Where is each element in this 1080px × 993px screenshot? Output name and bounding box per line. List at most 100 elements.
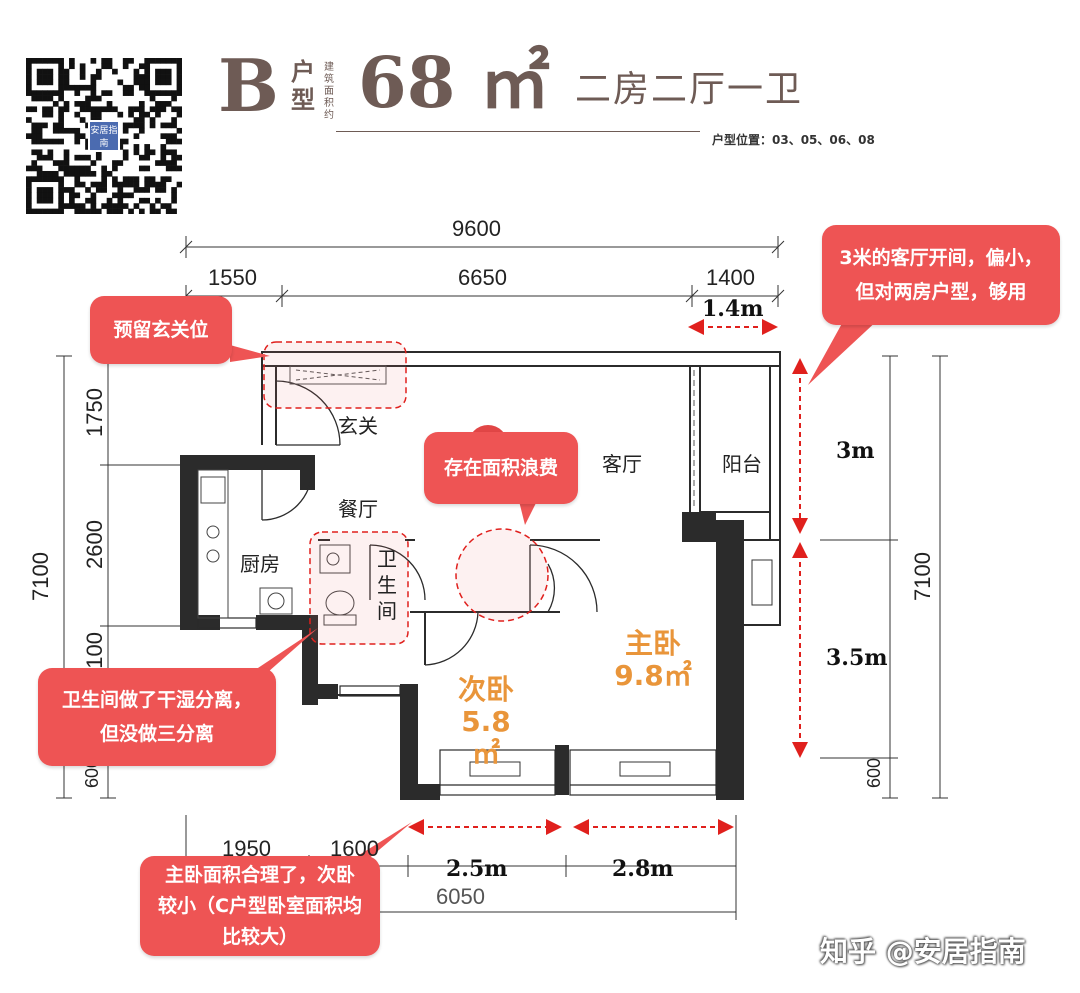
qr-module — [149, 58, 156, 64]
qr-module — [36, 154, 43, 161]
dim-bottom-partial: 6050 — [436, 884, 485, 909]
qr-module — [144, 63, 151, 70]
second-bedroom-area: 5.8㎡ — [461, 705, 511, 770]
qr-module — [26, 74, 32, 80]
qr-module — [69, 127, 75, 134]
qr-module — [36, 187, 43, 193]
qr-module — [160, 149, 167, 156]
qr-module — [42, 68, 48, 75]
qr-module — [52, 208, 59, 214]
qr-module — [26, 68, 32, 75]
qr-module — [165, 176, 172, 183]
qr-module — [26, 90, 32, 96]
qr-module — [149, 203, 156, 209]
qr-code: 安居指南 — [26, 58, 182, 214]
dim-top-right: 1400 — [706, 265, 755, 290]
qr-module — [155, 208, 161, 214]
qr-module — [63, 160, 70, 166]
qr-module — [122, 127, 129, 134]
qr-module — [79, 74, 86, 80]
qr-module — [31, 58, 38, 64]
qr-module — [112, 165, 118, 172]
qr-module — [74, 84, 81, 91]
qr-module — [122, 63, 129, 70]
qr-module — [128, 58, 134, 64]
qr-module — [74, 203, 81, 209]
qr-module — [112, 192, 118, 199]
qr-module — [171, 133, 177, 139]
qr-module — [95, 95, 102, 102]
second-bedroom-name: 次卧 — [457, 673, 514, 706]
qr-module — [149, 181, 156, 188]
qr-module — [26, 165, 32, 172]
qr-module — [58, 197, 64, 204]
qr-module — [106, 63, 113, 70]
qr-module — [160, 176, 167, 183]
qr-module — [47, 79, 54, 86]
qr-module — [58, 192, 64, 199]
qr-module — [26, 187, 32, 193]
qr-module — [160, 122, 167, 129]
qr-module — [79, 165, 86, 172]
qr-module — [128, 84, 134, 91]
qr-module — [31, 160, 38, 166]
master-bedroom-area: 9.8㎡ — [614, 659, 692, 692]
unit-position: 户型位置：03、05、06、08 — [712, 133, 875, 147]
qr-module — [74, 165, 81, 172]
qr-module — [42, 90, 48, 96]
qr-module — [122, 122, 129, 129]
qr-module — [85, 197, 91, 204]
qr-module — [133, 203, 140, 209]
qr-module — [85, 165, 91, 172]
qr-module — [138, 208, 145, 214]
qr-module — [149, 117, 156, 123]
qr-module — [42, 138, 48, 145]
qr-module — [101, 165, 107, 172]
qr-module — [79, 181, 86, 188]
unit-type-letter: B — [218, 43, 279, 128]
qr-module — [165, 122, 172, 129]
qr-module — [58, 122, 64, 129]
qr-module — [160, 133, 167, 139]
qr-module — [138, 63, 145, 70]
qr-module — [171, 160, 177, 166]
qr-module — [155, 197, 161, 204]
qr-module — [128, 90, 134, 96]
qr-module — [155, 111, 161, 118]
qr-module — [112, 181, 118, 188]
qr-module — [165, 165, 172, 172]
qr-module — [165, 203, 172, 209]
qr-module — [47, 106, 54, 113]
qr-module — [36, 197, 43, 204]
qr-module — [176, 79, 182, 86]
qr-module — [155, 101, 161, 107]
qr-module — [69, 170, 75, 177]
qr-module — [144, 187, 151, 193]
room-living: 客厅 — [602, 452, 642, 476]
qr-module — [117, 181, 124, 188]
qr-module — [95, 208, 102, 214]
qr-module — [26, 117, 32, 123]
qr-module — [176, 106, 182, 113]
qr-module — [160, 58, 167, 64]
thin-walls — [261, 351, 781, 696]
kitchen-fixtures — [197, 469, 293, 619]
watermark: 知乎 @安居指南 — [820, 935, 1026, 968]
qr-module — [63, 68, 70, 75]
qr-module — [144, 84, 151, 91]
qr-module — [160, 90, 167, 96]
dim-right-bottom: 600 — [864, 758, 884, 789]
qr-module — [69, 192, 75, 199]
meas-master-width: 2.8m — [612, 856, 674, 882]
room-bath-char: 卫 — [377, 547, 397, 571]
qr-module — [47, 90, 54, 96]
qr-module — [138, 117, 145, 123]
qr-module — [144, 90, 151, 96]
qr-module — [58, 79, 64, 86]
room-kitchen: 厨房 — [240, 552, 280, 576]
master-bedroom-name: 主卧 — [624, 627, 681, 660]
callout-bedroom-area: 主卧面积合理了，次卧较小（C户型卧室面积均比较大） — [140, 856, 380, 956]
dim-top-mid: 6650 — [458, 265, 507, 290]
qr-module — [42, 197, 48, 204]
qr-module — [47, 208, 54, 214]
